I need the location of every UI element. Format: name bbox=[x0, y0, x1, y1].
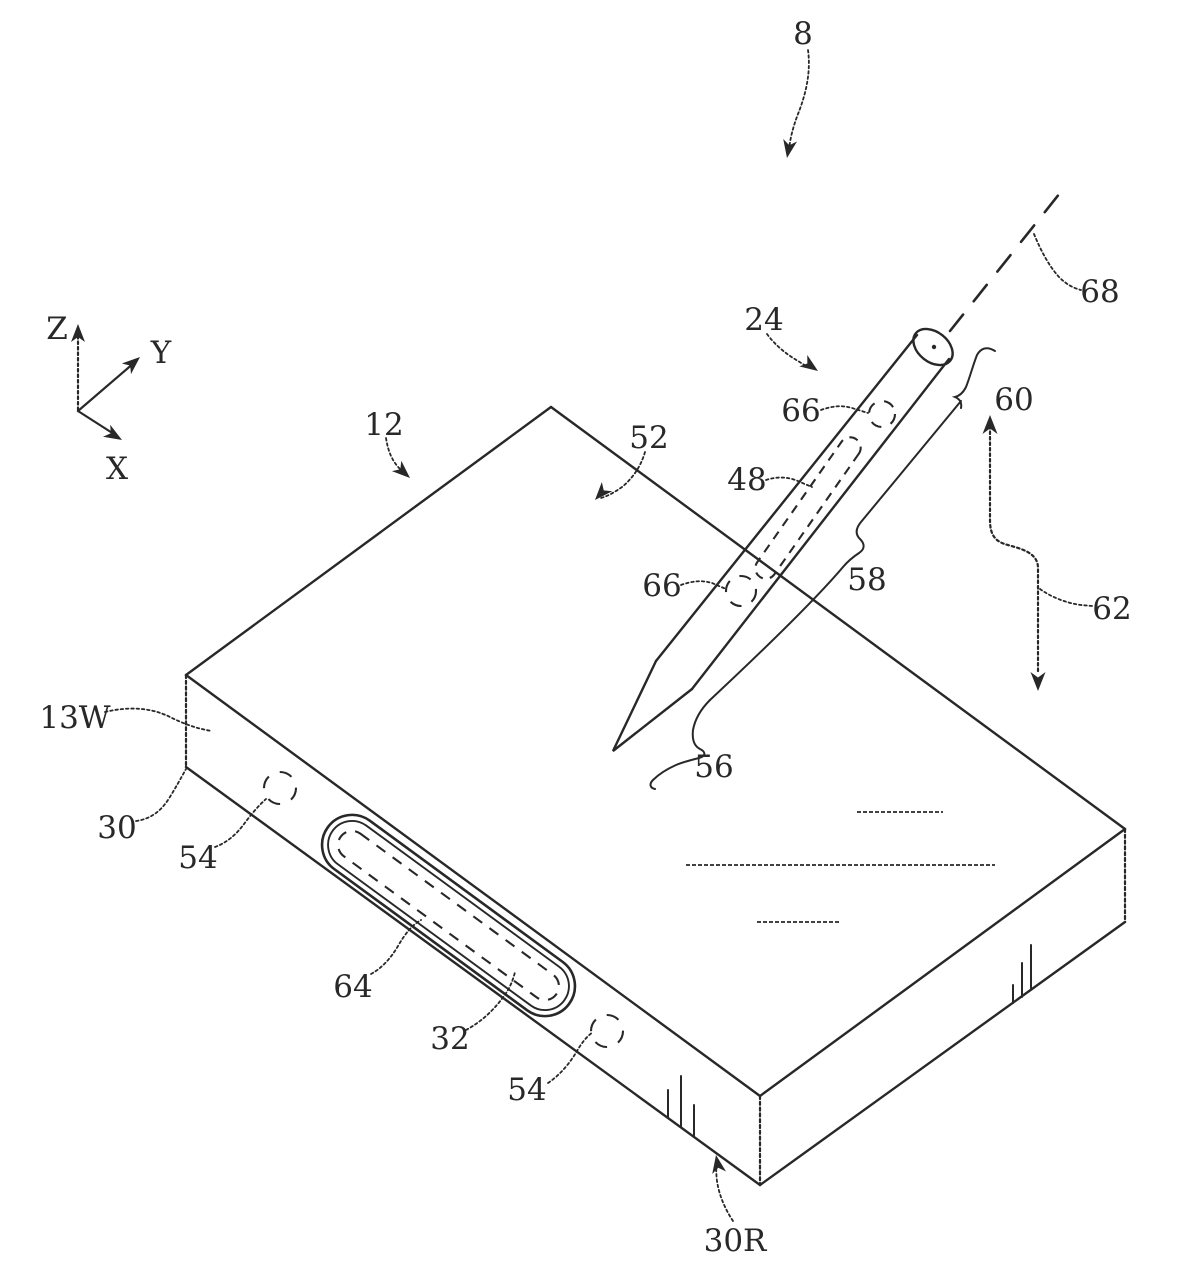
leader-62 bbox=[1039, 588, 1093, 607]
screen-content-lines bbox=[686, 811, 995, 923]
arrow-12-head-icon bbox=[391, 460, 410, 478]
brace-58 bbox=[709, 400, 962, 701]
leader-54-right bbox=[547, 1031, 594, 1084]
leader-64 bbox=[370, 919, 422, 975]
ref-label-48: 48 bbox=[727, 462, 766, 498]
ref-label-12: 12 bbox=[364, 407, 403, 443]
coordinate-axes: Z Y X bbox=[46, 311, 172, 487]
ref-label-56: 56 bbox=[694, 749, 733, 785]
stylus-magnet-lower bbox=[724, 574, 758, 608]
y-axis-label: Y bbox=[150, 335, 172, 371]
leader-lines bbox=[104, 233, 1093, 1084]
stylus-upper-edge bbox=[654, 333, 919, 663]
leader-32 bbox=[465, 971, 516, 1031]
arrow-8-head-icon bbox=[783, 139, 798, 158]
ref-label-62: 62 bbox=[1092, 591, 1131, 627]
tablet-front-right-bottom-edge bbox=[758, 920, 1127, 1187]
arrow-52-shaft bbox=[600, 451, 646, 499]
tablet-front-left-top-edge bbox=[184, 673, 762, 1098]
stylus-axis-dashed-line bbox=[948, 191, 1062, 333]
ref-label-66-upper: 66 bbox=[781, 393, 820, 429]
tablet-top-left-edge bbox=[184, 405, 553, 677]
tablet-front-right-top-edge bbox=[758, 827, 1127, 1098]
leader-68 bbox=[1033, 233, 1082, 291]
magnet-circle-left bbox=[262, 770, 298, 806]
arrow-24-head-icon bbox=[799, 354, 818, 371]
stylus-magnet-upper bbox=[867, 399, 897, 429]
reference-arrows bbox=[385, 49, 818, 1222]
ref-label-54-right: 54 bbox=[507, 1072, 546, 1108]
x-axis-line bbox=[76, 409, 119, 438]
motion-arrow-down-head-icon bbox=[1030, 672, 1046, 691]
ref-label-30: 30 bbox=[97, 810, 136, 846]
z-axis-arrowhead-icon bbox=[71, 324, 85, 342]
ref-label-24: 24 bbox=[744, 302, 783, 338]
stylus-tip-cone bbox=[611, 659, 694, 752]
tablet-device bbox=[184, 405, 1127, 1187]
ref-label-64: 64 bbox=[333, 969, 372, 1005]
ref-label-8: 8 bbox=[793, 16, 813, 52]
y-axis-arrowhead-icon bbox=[121, 357, 140, 375]
leader-13W bbox=[104, 707, 213, 732]
leader-54-left bbox=[214, 798, 267, 848]
stylus-cap-center-dot bbox=[931, 344, 937, 350]
ref-label-13W: 13W bbox=[39, 700, 110, 736]
ref-label-54-left: 54 bbox=[178, 840, 217, 876]
magnet-circle-right bbox=[589, 1013, 625, 1049]
connector-inner-outline bbox=[327, 819, 570, 1012]
tablet-top-right-edge bbox=[549, 405, 1127, 831]
motion-arrow-shaft bbox=[988, 424, 1040, 674]
arrow-52-head-icon bbox=[595, 481, 613, 500]
brace-60 bbox=[951, 347, 996, 409]
connector-outer-outline bbox=[320, 813, 577, 1018]
x-axis-arrowhead-icon bbox=[102, 424, 122, 440]
arrow-8-shaft bbox=[788, 49, 810, 151]
tablet-front-left-bottom-edge bbox=[184, 765, 762, 1187]
ref-label-52: 52 bbox=[629, 420, 668, 456]
arrow-30R-shaft bbox=[715, 1159, 734, 1222]
arrow-24-shaft bbox=[766, 333, 807, 367]
connector-hidden-coil-dashed bbox=[337, 829, 560, 1002]
ref-label-58: 58 bbox=[847, 562, 886, 598]
motion-arrow-62 bbox=[982, 415, 1046, 691]
stylus-coil-strip bbox=[754, 436, 862, 580]
ref-label-66-lower: 66 bbox=[642, 568, 681, 604]
right-face-hatch-marks bbox=[1012, 944, 1032, 1004]
ref-label-32: 32 bbox=[430, 1021, 469, 1057]
section-braces bbox=[649, 347, 996, 790]
stylus-end-cap bbox=[912, 327, 954, 367]
motion-arrow-up-head-icon bbox=[982, 415, 998, 434]
y-axis-line bbox=[76, 360, 137, 413]
reference-labels: 8 12 52 24 68 60 66 48 66 58 56 62 13W 3… bbox=[39, 16, 1131, 1259]
ref-label-60: 60 bbox=[994, 382, 1033, 418]
stylus-lower-edge bbox=[690, 357, 951, 691]
side-connector-region bbox=[320, 813, 577, 1018]
arrow-12-shaft bbox=[385, 437, 404, 473]
leader-30 bbox=[135, 768, 187, 822]
ref-label-68: 68 bbox=[1080, 274, 1119, 310]
stylus-coil-dashed-outline bbox=[754, 436, 862, 580]
front-face-hatch-marks bbox=[667, 1075, 695, 1138]
x-axis-label: X bbox=[106, 451, 128, 487]
leader-48 bbox=[765, 476, 813, 488]
leader-66-lower bbox=[680, 580, 727, 590]
brace-56 bbox=[649, 699, 711, 790]
ref-label-30R: 30R bbox=[704, 1223, 768, 1259]
leader-66-upper bbox=[820, 405, 869, 414]
arrow-30R-head-icon bbox=[712, 1155, 727, 1174]
z-axis-label: Z bbox=[46, 311, 68, 347]
stylus bbox=[611, 191, 1062, 752]
